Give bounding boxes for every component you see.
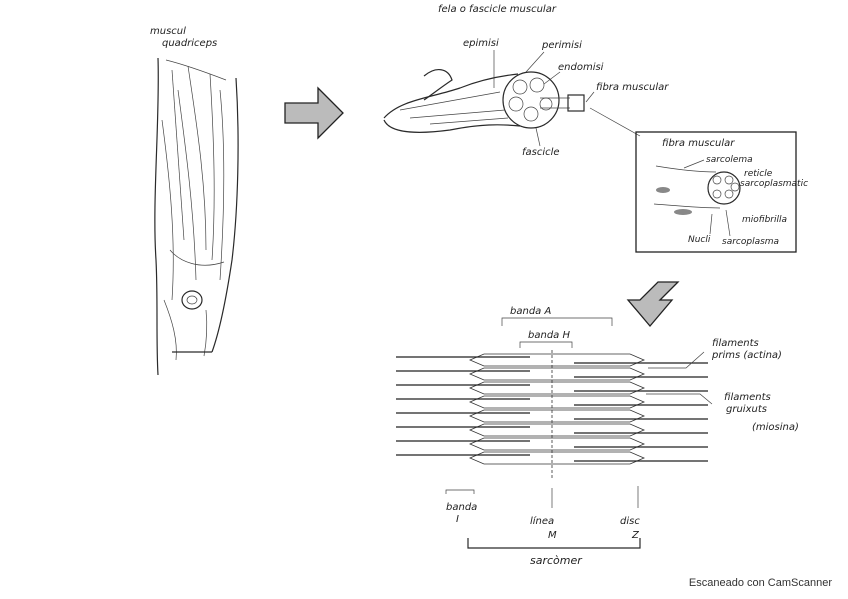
filaments-gruixuts-label-2: gruixuts: [726, 404, 767, 415]
filaments-prims-label-2: prims (actina): [711, 350, 782, 361]
muscle-fiber-detail-box: [636, 132, 796, 252]
thick-filament-row: [470, 396, 644, 408]
epimisi-label: epimisi: [463, 38, 499, 49]
sarcoplasmatic-label: sarcoplasmatic: [740, 179, 808, 189]
diagram-labels: muscul quadriceps fela o fascicle muscul…: [150, 4, 808, 567]
filaments-prims-label-1: filaments: [712, 338, 759, 349]
endomisi-label: endomisi: [558, 62, 604, 73]
sarcomer-label: sarcòmer: [530, 554, 583, 567]
fibra-muscular-label: fibra muscular: [596, 82, 669, 93]
sarcomere-drawing: [396, 318, 712, 548]
nucli-label: Nucli: [688, 235, 711, 245]
thick-filament-row: [470, 354, 644, 366]
arrow-down-icon: [628, 282, 678, 326]
miofibrilla-label: miofibrilla: [742, 215, 787, 225]
thick-filament-row: [470, 452, 644, 464]
sarcoplasma-label: sarcoplasma: [722, 237, 779, 247]
quadriceps-leg-drawing: [155, 58, 238, 375]
thick-filament-row: [470, 382, 644, 394]
thick-filament-row: [470, 410, 644, 422]
banda-i-label-2: I: [456, 514, 459, 525]
linea-m-label-2: M: [548, 530, 557, 541]
disc-z-label-1: disc: [620, 516, 640, 527]
banda-h-label: banda H: [528, 330, 570, 341]
scanner-watermark: Escaneado con CamScanner: [689, 577, 832, 589]
sarcolema-label: sarcolema: [706, 155, 753, 165]
linea-m-label-1: línea: [530, 515, 554, 527]
perimisi-label: perimisi: [541, 40, 582, 51]
fascicle-title: fela o fascicle muscular: [438, 4, 557, 15]
disc-z-label-2: Z: [631, 530, 640, 541]
arrow-right-icon: [285, 88, 343, 138]
fascicle-label: fascicle: [522, 147, 560, 158]
muscle-label-2: quadriceps: [162, 38, 217, 49]
box-title: fibra muscular: [662, 138, 735, 149]
filaments-gruixuts-label-1: filaments: [724, 392, 771, 403]
miosina-label: (miosina): [752, 422, 799, 433]
banda-a-label: banda A: [510, 306, 551, 317]
thick-filament-row: [470, 424, 644, 436]
reticle-label: reticle: [744, 169, 773, 179]
banda-i-label-1: banda: [446, 502, 477, 513]
thick-filament-row: [470, 438, 644, 450]
thick-filament-row: [470, 368, 644, 380]
muscle-label-1: muscul: [150, 26, 186, 37]
